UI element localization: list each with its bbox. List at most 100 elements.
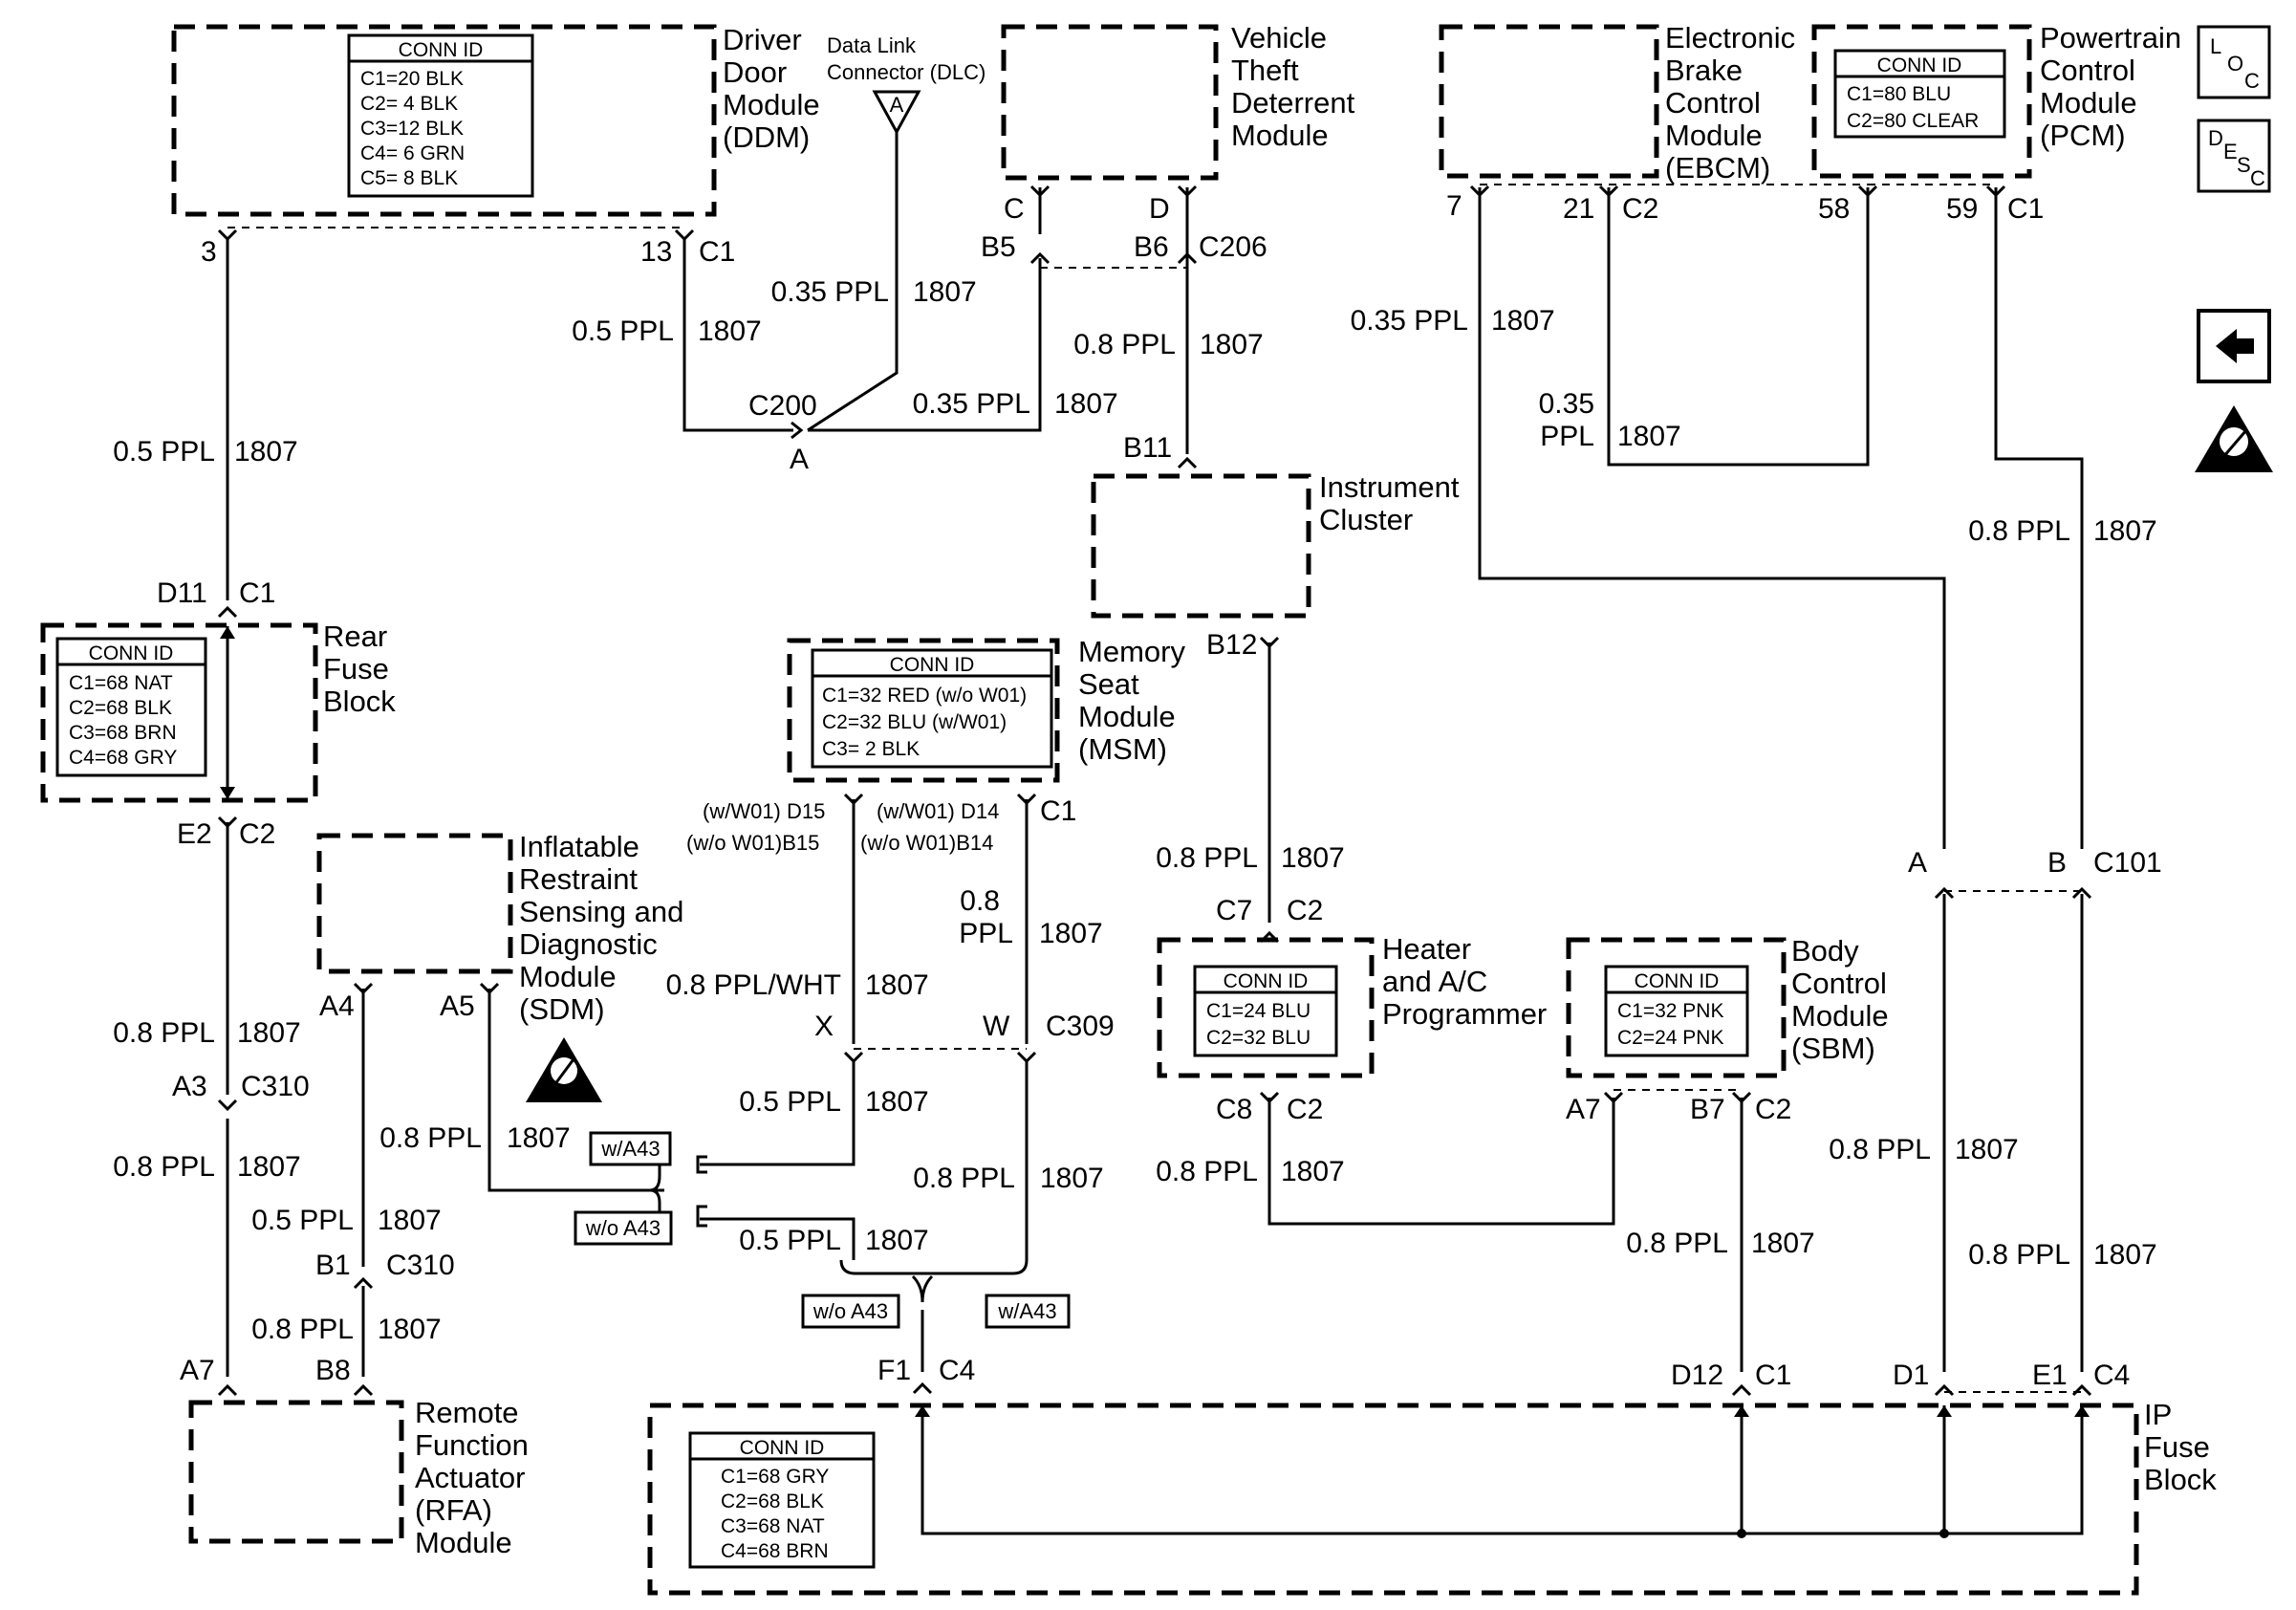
svg-text:Actuator: Actuator — [415, 1461, 525, 1494]
conn-id-row: C2=68 BLK — [721, 1490, 824, 1512]
ddm-conn-id: CONN ID C1=20 BLK C2= 4 BLK C3=12 BLK C4… — [347, 33, 534, 198]
rear-fuse-box — [40, 622, 318, 803]
svg-text:1807: 1807 — [1281, 842, 1345, 874]
svg-text:C4: C4 — [939, 1355, 975, 1386]
svg-text:1807: 1807 — [1617, 421, 1681, 452]
svg-text:Seat: Seat — [1078, 667, 1139, 701]
svg-text:1807: 1807 — [507, 1122, 571, 1154]
svg-text:C206: C206 — [1199, 231, 1267, 263]
svg-text:Sensing and: Sensing and — [519, 895, 683, 928]
svg-text:Vehicle: Vehicle — [1231, 21, 1327, 54]
svg-text:1807: 1807 — [237, 1151, 301, 1183]
connectors: A — [217, 90, 2092, 1397]
svg-text:0.5 PPL: 0.5 PPL — [739, 1225, 841, 1256]
svg-text:0.8 PPL: 0.8 PPL — [1073, 329, 1176, 360]
conn-id-row: C1=68 NAT — [69, 672, 173, 694]
svg-text:0.8 PPL: 0.8 PPL — [113, 1151, 215, 1183]
svg-text:(w/W01) D15: (w/W01) D15 — [703, 799, 825, 823]
svg-text:E2: E2 — [177, 818, 212, 850]
svg-text:1807: 1807 — [913, 276, 977, 308]
option-tags: w/A43 w/o A43 w/o A43 w/A43 — [574, 1131, 1071, 1329]
svg-text:1807: 1807 — [1281, 1156, 1345, 1187]
ipc-box — [1091, 473, 1311, 619]
svg-text:0.8 PPL: 0.8 PPL — [1968, 1239, 2070, 1271]
pcm-label: Powertrain Control Module (PCM) — [2040, 21, 2181, 152]
svg-text:0.8 PPL/WHT: 0.8 PPL/WHT — [666, 969, 841, 1001]
svg-text:Control: Control — [2040, 54, 2135, 87]
svg-text:C200: C200 — [748, 390, 817, 422]
rear-fuse-conn-id: CONN ID C1=68 NAT C2=68 BLK C3=68 BRN C4… — [55, 637, 207, 777]
conn-id-row: C2=68 BLK — [69, 697, 172, 719]
svg-text:C1: C1 — [239, 577, 275, 609]
conn-id-row: C1=80 BLU — [1847, 83, 1951, 105]
svg-text:IP: IP — [2144, 1398, 2172, 1431]
svg-text:0.5 PPL: 0.5 PPL — [739, 1086, 841, 1118]
svg-text:A5: A5 — [440, 990, 475, 1022]
svg-text:Programmer: Programmer — [1382, 997, 1547, 1031]
back-arrow-icon[interactable] — [2197, 309, 2271, 383]
svg-text:D12: D12 — [1671, 1360, 1723, 1391]
svg-text:B12: B12 — [1206, 629, 1257, 661]
conn-id-title: CONN ID — [740, 1437, 825, 1459]
svg-text:C1: C1 — [1040, 795, 1076, 827]
svg-text:C8: C8 — [1216, 1094, 1252, 1125]
conn-id-row: C3=68 BRN — [69, 722, 177, 744]
conn-id-row: C1=68 GRY — [721, 1466, 829, 1488]
ebcm-box — [1439, 24, 1659, 179]
conn-id-title: CONN ID — [1635, 970, 1720, 992]
svg-text:Module: Module — [415, 1526, 512, 1559]
conn-id-row: C3= 2 BLK — [822, 738, 920, 760]
esd-warning-icon — [526, 1037, 602, 1102]
svg-text:L: L — [2210, 34, 2221, 58]
svg-text:Module: Module — [1791, 999, 1889, 1033]
vtd-box — [1001, 24, 1219, 181]
sdm-label: Inflatable Restraint Sensing and Diagnos… — [519, 830, 683, 1026]
svg-text:w/A43: w/A43 — [997, 1299, 1056, 1323]
svg-text:Function: Function — [415, 1428, 529, 1462]
conn-id-title: CONN ID — [1224, 970, 1309, 992]
svg-text:0.8 PPL: 0.8 PPL — [1829, 1134, 1931, 1165]
svg-text:B: B — [2047, 847, 2067, 879]
svg-text:B6: B6 — [1134, 231, 1169, 263]
svg-text:(SDM): (SDM) — [519, 992, 605, 1026]
svg-text:Driver: Driver — [723, 23, 802, 56]
svg-text:C7: C7 — [1216, 895, 1252, 926]
loc-button[interactable]: L O C — [2197, 25, 2271, 99]
conn-id-row: C3=12 BLK — [360, 118, 464, 140]
svg-text:Deterrent: Deterrent — [1231, 86, 1355, 120]
hvac-label: Heater and A/C Programmer — [1382, 932, 1547, 1031]
svg-text:w/o A43: w/o A43 — [585, 1216, 661, 1240]
svg-text:1807: 1807 — [378, 1205, 442, 1236]
svg-text:0.8 PPL: 0.8 PPL — [379, 1122, 482, 1154]
svg-text:Module: Module — [723, 88, 820, 121]
svg-text:Heater: Heater — [1382, 932, 1471, 966]
ip-fuse-box — [647, 1403, 2139, 1596]
svg-text:B1: B1 — [315, 1250, 351, 1281]
svg-text:0.8 PPL: 0.8 PPL — [1156, 1156, 1258, 1187]
svg-text:59: 59 — [1946, 193, 1978, 225]
svg-text:1807: 1807 — [1200, 329, 1264, 360]
conn-id-title: CONN ID — [89, 642, 174, 664]
svg-text:C2: C2 — [1755, 1094, 1791, 1125]
pcm-box — [1811, 24, 2032, 179]
rfa-label: Remote Function Actuator (RFA) Module — [415, 1396, 529, 1559]
svg-text:0.35 PPL: 0.35 PPL — [1351, 305, 1468, 337]
svg-text:1807: 1807 — [1955, 1134, 2019, 1165]
svg-text:C310: C310 — [386, 1250, 455, 1281]
ddm-label: Driver Door Module (DDM) — [723, 23, 820, 154]
svg-text:1807: 1807 — [2093, 515, 2157, 547]
svg-text:Module: Module — [1231, 119, 1329, 152]
esd-symbol-icon — [2195, 405, 2273, 472]
svg-text:Theft: Theft — [1231, 54, 1299, 87]
svg-text:Instrument: Instrument — [1319, 470, 1460, 504]
desc-button[interactable]: D E S C — [2197, 119, 2271, 193]
svg-text:C: C — [2250, 166, 2265, 190]
conn-id-title: CONN ID — [1877, 54, 1962, 76]
conn-id-row: C1=32 RED (w/o W01) — [822, 685, 1027, 707]
svg-text:D1: D1 — [1893, 1360, 1929, 1391]
svg-text:(w/W01) D14: (w/W01) D14 — [877, 799, 999, 823]
svg-text:E1: E1 — [2032, 1360, 2068, 1391]
svg-text:1807: 1807 — [698, 315, 762, 347]
dlc-pin: A — [890, 93, 904, 117]
svg-text:X: X — [814, 1011, 834, 1042]
